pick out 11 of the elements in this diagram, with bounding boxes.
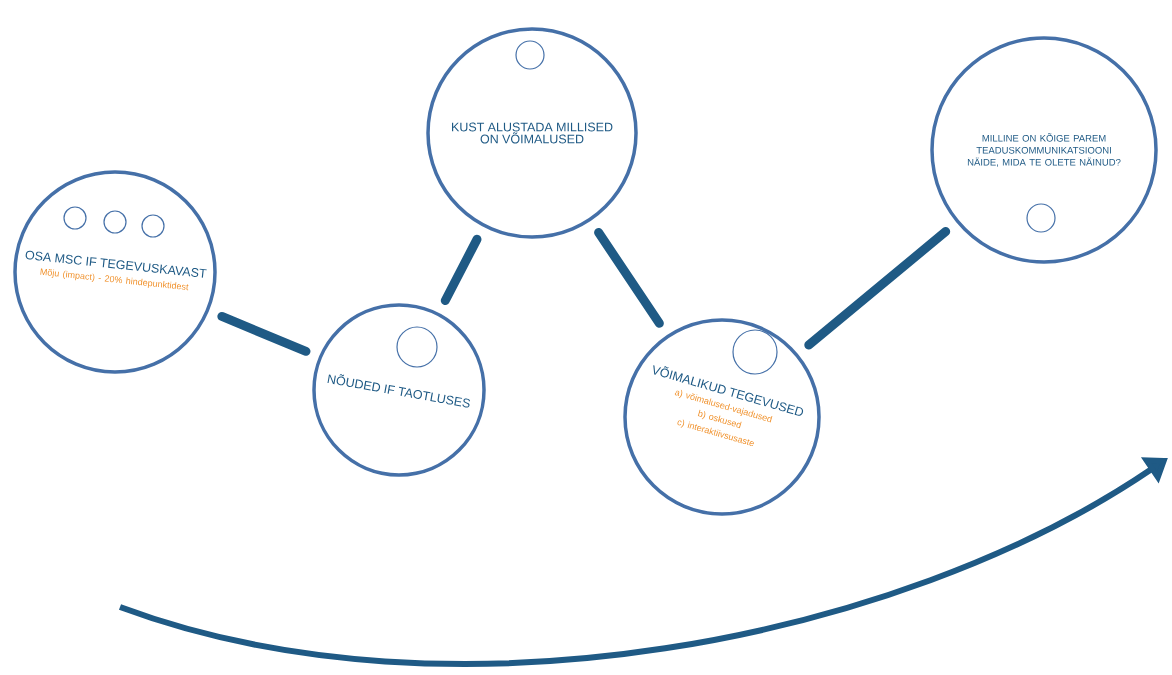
thumbnail-circle <box>396 326 438 368</box>
thumbnail-circle <box>515 40 545 70</box>
thumbnail-circle <box>732 329 778 375</box>
thumbnail-circle <box>1026 203 1056 233</box>
connector-line <box>217 311 311 356</box>
connector-line <box>594 228 664 328</box>
connector-line <box>804 227 951 350</box>
thumbnail-circle <box>103 210 127 234</box>
thumbnail-circle <box>141 214 165 238</box>
thumbnail-circle <box>63 206 87 230</box>
connector-line <box>440 234 482 306</box>
